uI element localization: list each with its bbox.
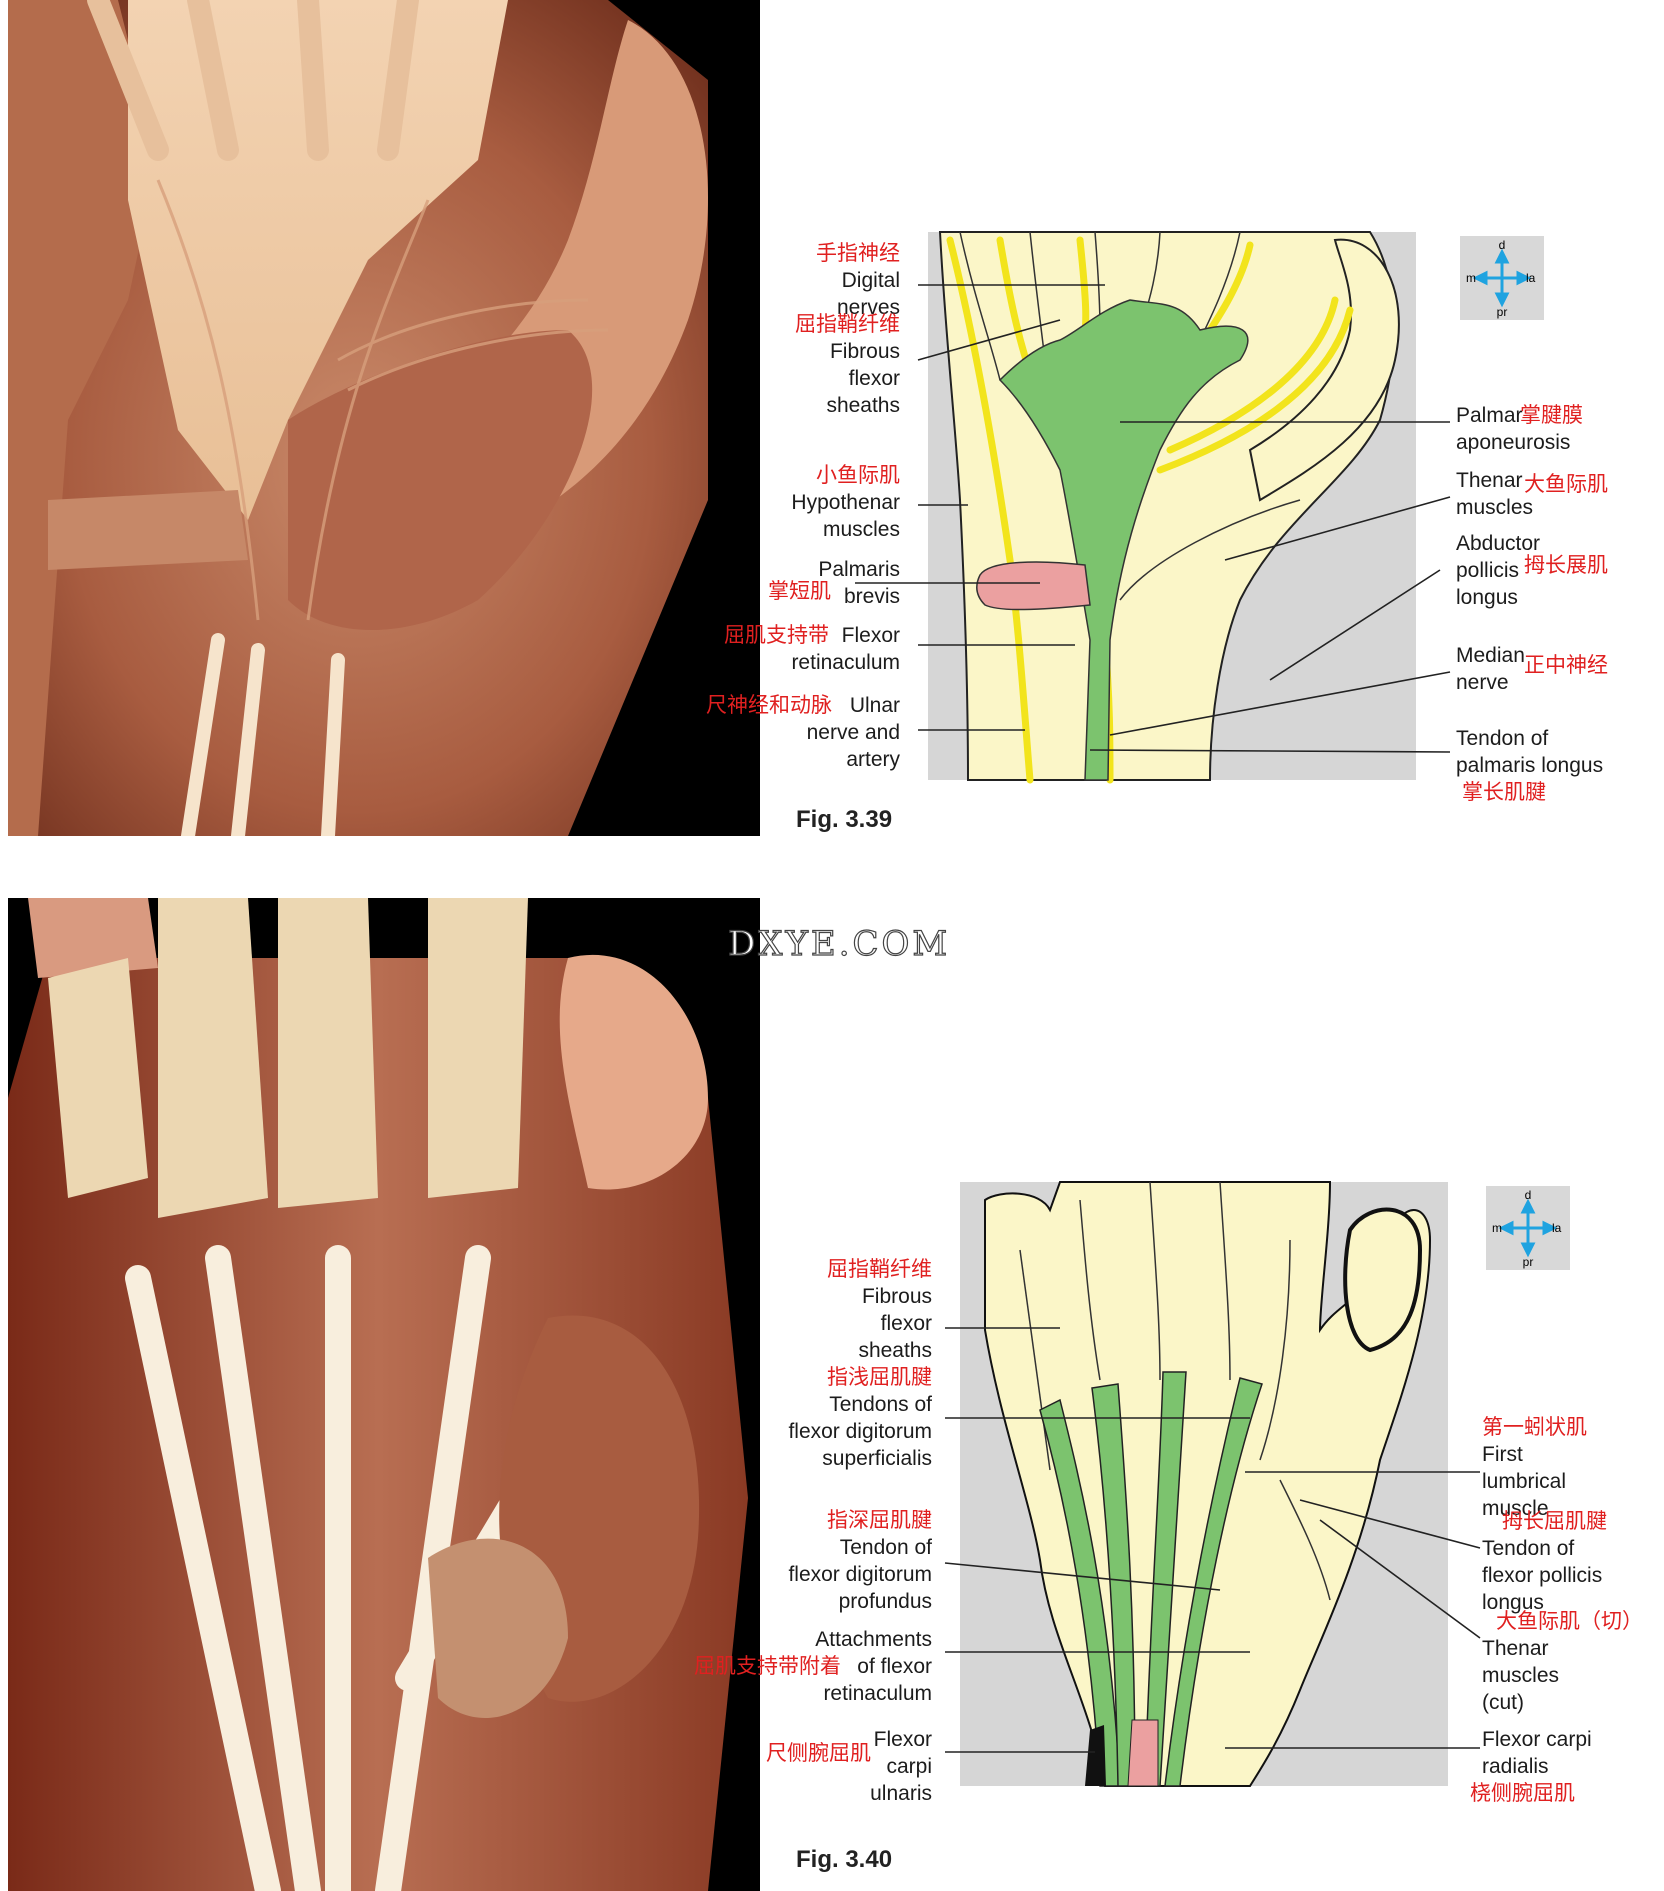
label-ulnar-nerve-artery-cn: 尺神经和动脉 [706, 694, 832, 717]
label-palmar-aponeurosis-cn: 掌腱膜 [1520, 404, 1583, 427]
dissection-photo-2 [8, 898, 760, 1891]
label-thenar-muscles: Thenar muscles [1456, 469, 1534, 519]
compass-1-la: la [1526, 271, 1536, 285]
tendon-green-3 [1144, 1371, 1187, 1787]
label-attachments-flexor-retinaculum-cn: 屈肌支持带附着 [694, 1655, 841, 1678]
diagram-2-pink-tendon [1127, 1719, 1159, 1787]
diagram-2-black-wedge [1085, 1725, 1106, 1786]
compass-2-la: la [1552, 1221, 1562, 1235]
label-thenar-muscles-cn: 大鱼际肌 [1524, 473, 1608, 496]
tendon-green-2 [1091, 1383, 1136, 1787]
label-palmaris-brevis: Palmaris brevis [818, 558, 900, 608]
diagram-2-hand [984, 1181, 1432, 1787]
label-median-nerve: Median nerve [1456, 644, 1525, 694]
label-median-nerve-cn: 正中神经 [1524, 654, 1608, 677]
watermark: DXYE.COM [727, 923, 951, 964]
label-palmaris-brevis-cn: 掌短肌 [768, 580, 831, 603]
label-flexor-retinaculum: Flexor retinaculum [791, 624, 900, 674]
compass-1-pr: pr [1497, 305, 1508, 319]
diagram-1-background [928, 232, 1416, 780]
tendon-green-4 [1164, 1377, 1263, 1787]
diagram-1-palmar-aponeurosis [998, 299, 1249, 781]
compass-2-m: m [1492, 1221, 1502, 1235]
fig-caption-2: Fig. 3.40 [796, 1846, 893, 1873]
label-flexor-retinaculum-cn: 屈肌支持带 [724, 624, 829, 647]
tendon-green-1 [1039, 1398, 1121, 1787]
label-palmar-aponeurosis: Palmar aponeurosis [1456, 404, 1571, 454]
compass-2-d: d [1525, 1188, 1532, 1202]
compass-2: d pr m la [1486, 1186, 1570, 1270]
dissection-photo-1 [8, 0, 760, 836]
label-flexor-carpi-ulnaris-cn: 尺侧腕屈肌 [766, 1742, 871, 1765]
label-ulnar-nerve-artery: Ulnar nerve and artery [806, 694, 900, 771]
diagram-1-thumb [1248, 238, 1400, 502]
label-flexor-carpi-ulnaris: Flexor carpi ulnaris [870, 1728, 932, 1805]
label-thenar-cut: 大鱼际肌（切）Thenar muscles (cut) [1482, 1610, 1643, 1714]
compass-1-d: d [1499, 238, 1506, 252]
diagram-2-thumb [1343, 1207, 1423, 1353]
compass-1: d pr m la [1460, 236, 1544, 320]
diagram-1-palmaris-brevis [975, 561, 1091, 611]
compass-1-m: m [1466, 271, 1476, 285]
diagram-1-hand [938, 231, 1395, 781]
label-abductor-pollicis-longus-cn: 拇长展肌 [1524, 554, 1608, 577]
label-abductor-pollicis-longus: Abductor pollicis longus [1456, 532, 1541, 609]
diagram-2-background [960, 1182, 1448, 1786]
fig-caption-1: Fig. 3.39 [796, 806, 893, 833]
label-attachments-flexor-retinaculum: Attachments of flexor retinaculum [815, 1628, 932, 1705]
compass-2-pr: pr [1523, 1255, 1534, 1269]
